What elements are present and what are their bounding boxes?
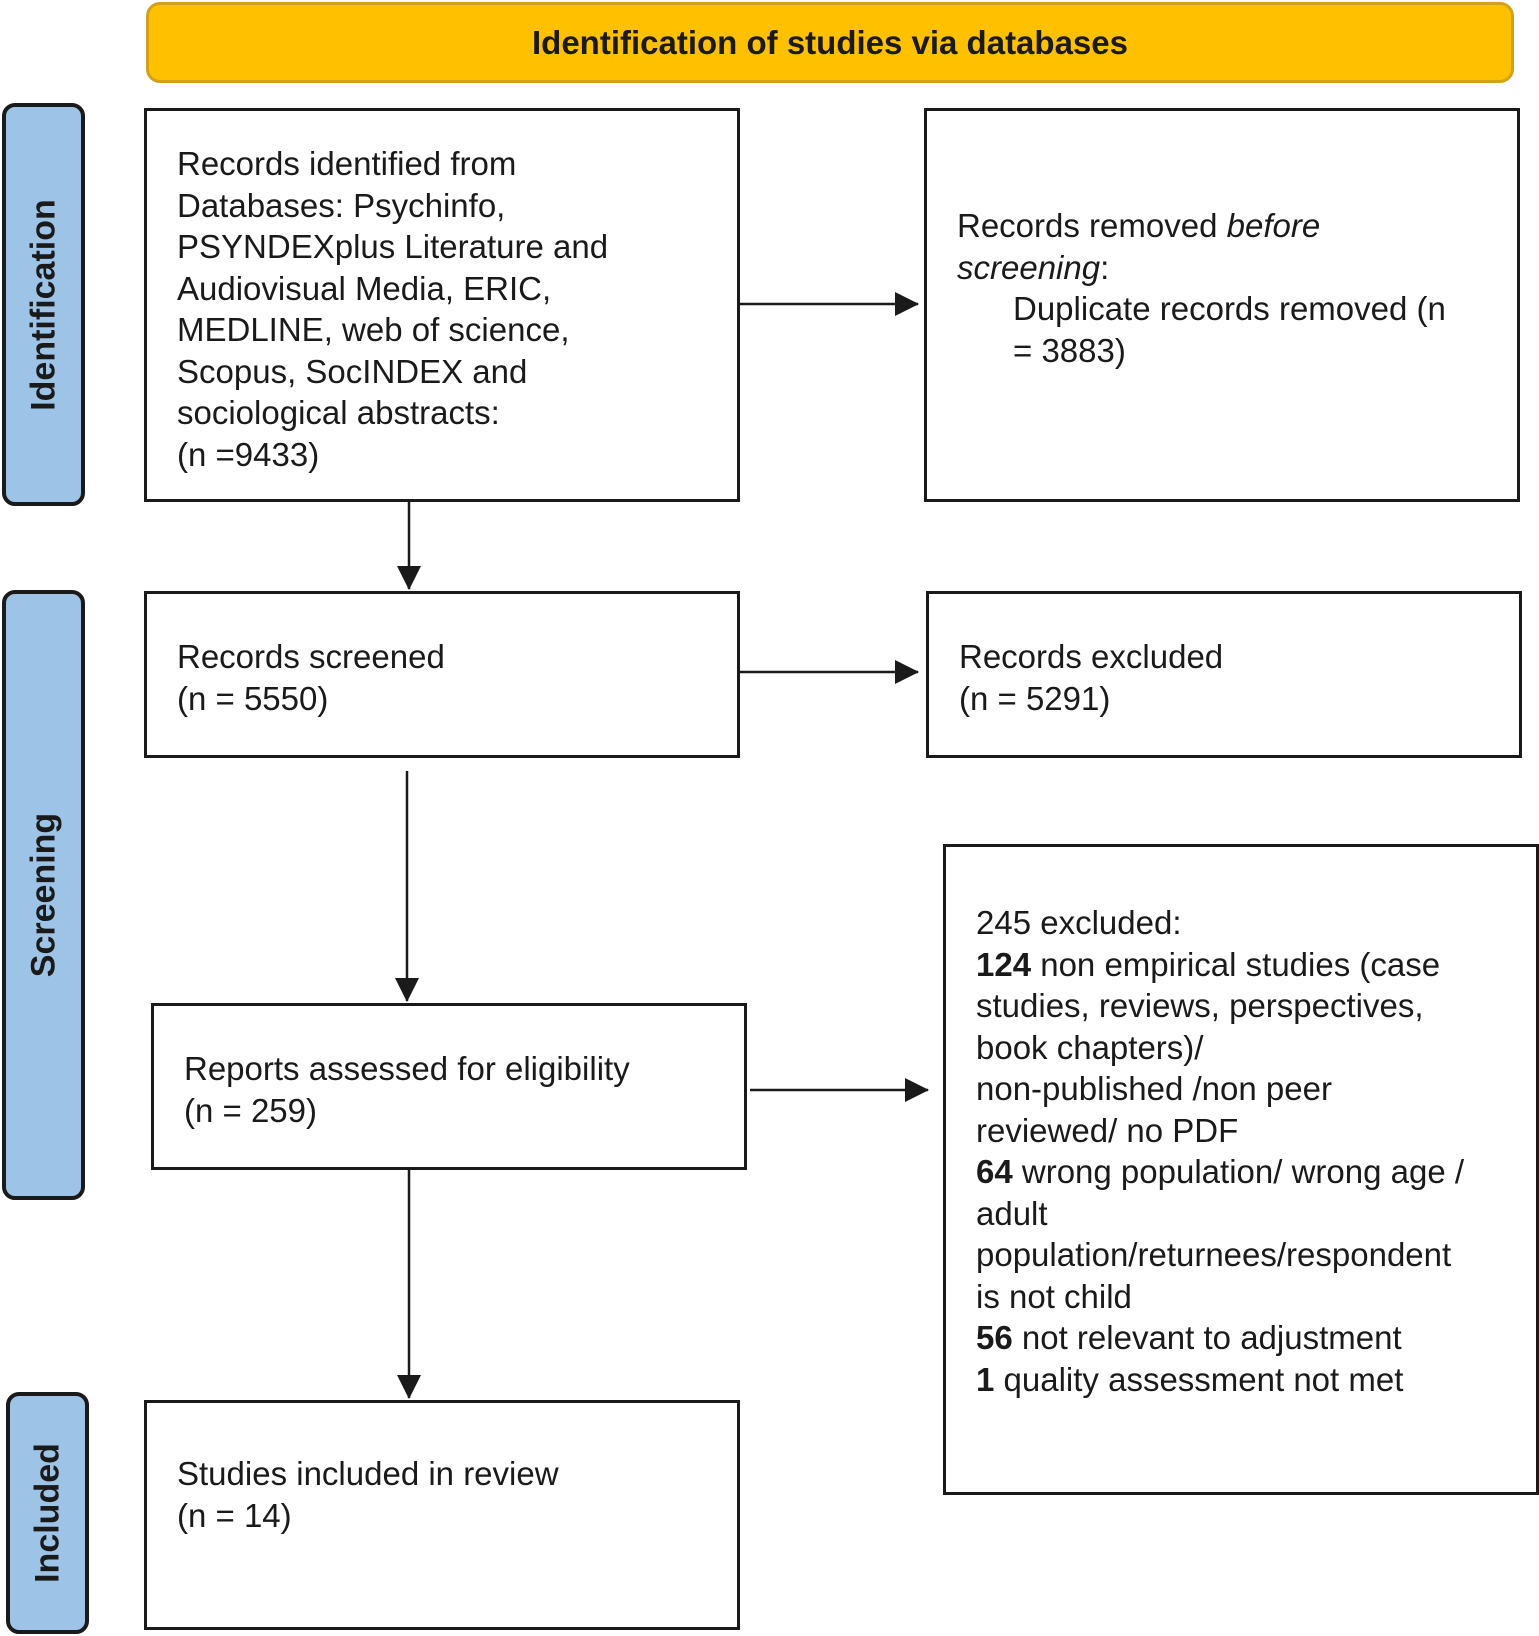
records-screened-box: Records screened (n = 5550) [144,591,740,758]
reports-assessed-text: Reports assessed for eligibility (n = 25… [184,1048,630,1131]
reason-non-empirical-cont: non-published /non peer [976,1070,1332,1107]
records-removed-line-1: Records removed before [957,207,1321,244]
reason-non-empirical-cont: studies, reviews, perspectives, [976,987,1424,1024]
reason-wrong-population-cont: population/returnees/respondent [976,1236,1452,1273]
reason-quality: 1 quality assessment not met [976,1360,1404,1398]
reason-non-empirical: 124 non empirical studies (case [976,945,1441,983]
reason-wrong-population: 64 wrong population/ wrong age / [976,1153,1465,1190]
records-identified-line: sociological abstracts: [177,394,500,431]
records-identified-line: Records identified from [177,145,517,182]
reason-wrong-population-cont: adult [976,1194,1048,1232]
records-excluded-text: Records excluded (n = 5291) [959,636,1223,719]
header-title: Identification of studies via databases [532,23,1128,61]
studies-included-box: Studies included in review (n = 14) [144,1400,740,1630]
duplicates-removed-line: Duplicate records removed (n [1013,290,1446,327]
exclusion-reasons-box: 245 excluded: 124 non empirical studies … [943,844,1539,1495]
stage-included: Included [6,1392,89,1634]
records-removed-text: Records removed before screening: Duplic… [957,205,1446,371]
stage-identification: Identification [2,103,85,506]
reason-non-empirical-cont: reviewed/ no PDF [976,1111,1239,1149]
reports-assessed-label: Reports assessed for eligibility [184,1050,630,1087]
reason-non-empirical-cont: book chapters)/ [976,1028,1204,1066]
records-identified-line: MEDLINE, web of science, [177,311,570,348]
duplicates-removed-count: = 3883) [1013,331,1126,369]
records-identified-line: Scopus, SocINDEX and [177,352,528,390]
records-identified-count: (n =9433) [177,435,320,473]
records-excluded-count: (n = 5291) [959,679,1111,717]
records-identified-line: Databases: Psychinfo, [177,186,506,224]
reports-assessed-count: (n = 259) [184,1091,317,1129]
records-excluded-box: Records excluded (n = 5291) [926,591,1522,758]
studies-included-count: (n = 14) [177,1496,292,1534]
reason-wrong-population-cont: is not child [976,1277,1132,1315]
identification-header: Identification of studies via databases [146,2,1514,83]
studies-included-text: Studies included in review (n = 14) [177,1453,559,1536]
reason-not-relevant: 56 not relevant to adjustment [976,1319,1402,1356]
studies-included-label: Studies included in review [177,1455,559,1492]
records-excluded-label: Records excluded [959,638,1224,675]
exclusion-reasons-text: 245 excluded: 124 non empirical studies … [976,902,1464,1400]
records-screened-count: (n = 5550) [177,679,329,717]
records-identified-line: PSYNDEXplus Literature and [177,228,609,265]
records-identified-box: Records identified from Databases: Psych… [144,108,740,502]
records-removed-line-2: screening: [957,248,1110,286]
records-screened-text: Records screened (n = 5550) [177,636,445,719]
records-identified-text: Records identified from Databases: Psych… [177,143,608,475]
records-screened-label: Records screened [177,638,445,675]
reports-assessed-box: Reports assessed for eligibility (n = 25… [151,1003,747,1170]
records-identified-line: Audiovisual Media, ERIC, [177,269,552,307]
records-removed-box: Records removed before screening: Duplic… [924,108,1520,502]
stage-screening: Screening [2,590,85,1200]
exclusion-total: 245 excluded: [976,904,1182,941]
